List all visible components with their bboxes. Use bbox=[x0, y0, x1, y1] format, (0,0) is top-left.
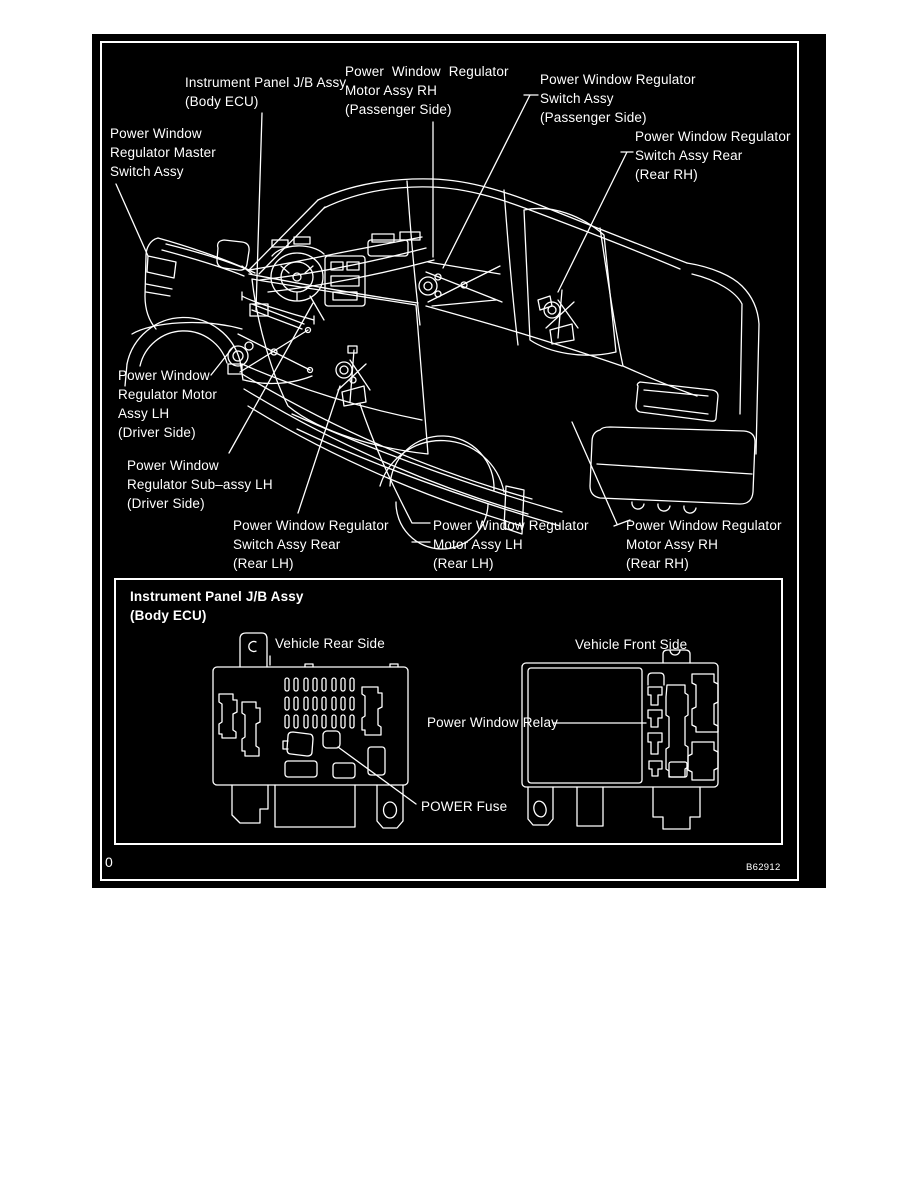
leader-switch-rear-lh bbox=[297, 385, 341, 514]
label-line: Power Window Regulator bbox=[626, 518, 782, 533]
leader-power-fuse bbox=[337, 746, 417, 805]
label-sub-assy-lh: Power Window Regulator Sub–assy LH (Driv… bbox=[127, 456, 273, 513]
label-line: Instrument Panel J/B Assy bbox=[185, 75, 347, 90]
glovebox bbox=[367, 239, 409, 257]
label-line: (Driver Side) bbox=[118, 425, 196, 440]
grille-lines bbox=[145, 283, 173, 297]
label-vehicle-rear-side: Vehicle Rear Side bbox=[275, 634, 385, 653]
rear-rh-regulator-glyph bbox=[537, 289, 579, 345]
figure-border-frame bbox=[100, 41, 799, 881]
label-line: Switch Assy Rear bbox=[635, 148, 743, 163]
leader-motor-lh-front bbox=[210, 345, 235, 376]
label-line: Motor Assy RH bbox=[626, 537, 718, 552]
leader-master-switch bbox=[115, 183, 149, 257]
leader-switch-passenger bbox=[442, 94, 539, 269]
rear-lh-regulator-glyph bbox=[335, 345, 371, 407]
label-line: (Body ECU) bbox=[185, 94, 259, 109]
label-line: Switch Assy bbox=[110, 164, 184, 179]
leader-sub-assy bbox=[228, 302, 314, 454]
figure-panel: Instrument Panel J/B Assy (Body ECU) Pow… bbox=[92, 34, 826, 888]
license-garnish bbox=[635, 381, 719, 422]
jb-leader-lines bbox=[269, 655, 647, 805]
headlight bbox=[146, 255, 177, 279]
jb-right-box bbox=[521, 649, 719, 830]
label-line: Regulator Motor bbox=[118, 387, 218, 402]
label-power-fuse: POWER Fuse bbox=[421, 797, 507, 816]
label-line: Power Window Regulator bbox=[433, 518, 589, 533]
jb-left-box bbox=[212, 632, 409, 829]
label-line: Assy LH bbox=[118, 406, 170, 421]
rear-bumper bbox=[589, 426, 756, 505]
label-line: Switch Assy Rear bbox=[233, 537, 341, 552]
label-switch-passenger: Power Window Regulator Switch Assy (Pass… bbox=[540, 70, 696, 127]
label-switch-rear-rh: Power Window Regulator Switch Assy Rear … bbox=[635, 127, 791, 184]
label-line: Power Window bbox=[118, 368, 210, 383]
leader-motor-rh-rear bbox=[571, 421, 631, 527]
label-motor-lh-rear: Power Window Regulator Motor Assy LH (Re… bbox=[433, 516, 589, 573]
label-master-switch: Power Window Regulator Master Switch Ass… bbox=[110, 124, 216, 181]
jb-panel-box bbox=[114, 578, 783, 845]
front-lh-regulator-glyph bbox=[227, 291, 315, 385]
label-line: Power Window Regulator bbox=[540, 72, 696, 87]
vehicle-and-junction-block-line-art bbox=[115, 94, 760, 830]
label-line: Power Window Regulator bbox=[233, 518, 389, 533]
label-line: Power Window Regulator bbox=[345, 64, 509, 79]
label-power-window-relay: Power Window Relay bbox=[427, 713, 558, 732]
front-rh-regulator-glyph bbox=[418, 261, 503, 307]
vehicle-outline bbox=[124, 178, 760, 550]
label-line: POWER Fuse bbox=[421, 799, 508, 814]
side-mirror bbox=[216, 239, 250, 271]
label-line: (Rear LH) bbox=[433, 556, 494, 571]
label-line: Power Window bbox=[127, 458, 219, 473]
label-line: (Body ECU) bbox=[130, 608, 207, 623]
label-line: (Rear RH) bbox=[635, 167, 698, 182]
label-line: (Driver Side) bbox=[127, 496, 205, 511]
leader-motor-lh-rear bbox=[359, 403, 431, 543]
label-line: Vehicle Front Side bbox=[575, 637, 688, 652]
label-line: Power Window Relay bbox=[427, 715, 558, 730]
label-line: Power Window bbox=[110, 126, 202, 141]
label-line: (Rear LH) bbox=[233, 556, 294, 571]
label-motor-rh-rear: Power Window Regulator Motor Assy RH (Re… bbox=[626, 516, 782, 573]
hook-c-icon bbox=[248, 640, 257, 653]
steering-wheel bbox=[270, 252, 324, 302]
label-line: Switch Assy bbox=[540, 91, 614, 106]
label-line: Motor Assy RH bbox=[345, 83, 437, 98]
figure-code: B62912 bbox=[746, 862, 781, 873]
jb-panel-title: Instrument Panel J/B Assy (Body ECU) bbox=[130, 587, 304, 625]
label-line: Vehicle Rear Side bbox=[275, 636, 385, 651]
dashboard-interior bbox=[249, 231, 435, 321]
body-ecu-cover bbox=[527, 667, 643, 784]
label-motor-lh-front: Power Window Regulator Motor Assy LH (Dr… bbox=[118, 366, 217, 442]
label-line: Power Window Regulator bbox=[635, 129, 791, 144]
leader-lines bbox=[115, 94, 634, 543]
label-switch-rear-lh: Power Window Regulator Switch Assy Rear … bbox=[233, 516, 389, 573]
leader-ip-jb bbox=[255, 112, 263, 311]
center-stack bbox=[324, 255, 366, 307]
label-motor-rh-front: Power Window Regulator Motor Assy RH (Pa… bbox=[345, 62, 509, 119]
mud-flap bbox=[503, 485, 525, 535]
label-vehicle-front-side: Vehicle Front Side bbox=[575, 635, 687, 654]
label-line: Regulator Master bbox=[110, 145, 216, 160]
label-instrument-panel-jb: Instrument Panel J/B Assy (Body ECU) bbox=[185, 73, 346, 111]
power-window-relay-shape bbox=[647, 709, 663, 728]
label-line: (Passenger Side) bbox=[540, 110, 647, 125]
label-line: Motor Assy LH bbox=[433, 537, 523, 552]
label-line: Instrument Panel J/B Assy bbox=[130, 589, 304, 604]
label-line: (Rear RH) bbox=[626, 556, 689, 571]
leader-switch-rear-rh bbox=[557, 151, 634, 293]
power-fuse-shape bbox=[322, 730, 341, 749]
label-line: Regulator Sub–assy LH bbox=[127, 477, 273, 492]
label-line: (Passenger Side) bbox=[345, 102, 452, 117]
fuse-slots bbox=[284, 677, 355, 729]
page-marker: 0 bbox=[105, 854, 113, 870]
